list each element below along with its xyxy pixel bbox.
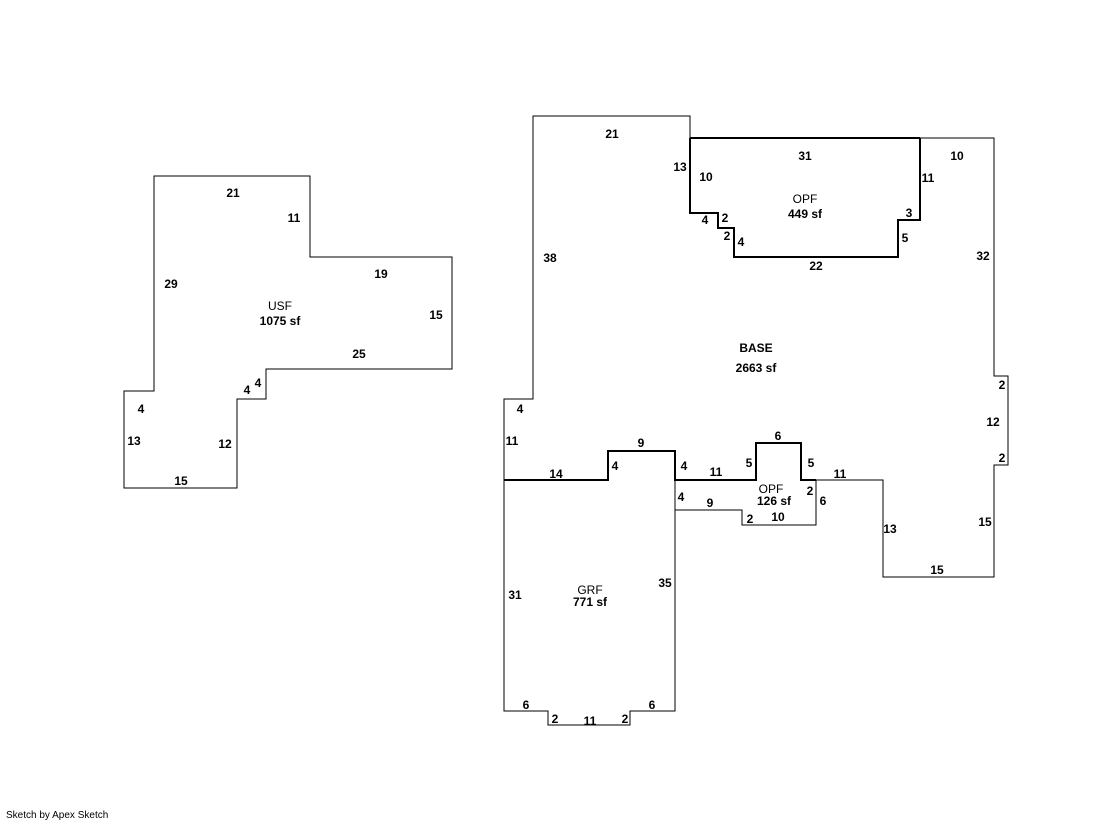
grf-area-name: GRF bbox=[577, 583, 602, 597]
grf-outline bbox=[503, 480, 676, 726]
base-dim-south-fall: 5 bbox=[808, 456, 815, 470]
base-dim-south-cap: 6 bbox=[775, 429, 782, 443]
opf-top-dim-bottom: 22 bbox=[809, 259, 823, 273]
opf-top-dim-a: 4 bbox=[702, 213, 709, 227]
base-dim-south-step: 4 bbox=[612, 459, 619, 473]
opf-small-dim-step: 2 bbox=[747, 512, 754, 526]
grf-area-size: 771 sf bbox=[573, 595, 608, 609]
base-dim-bump: 12 bbox=[986, 415, 1000, 429]
opf-small-dim-b: 6 bbox=[820, 494, 827, 508]
base-dim-top: 21 bbox=[605, 127, 619, 141]
base-dim-inner-top: 11 bbox=[834, 467, 847, 481]
usf-dim-lower-right: 12 bbox=[218, 437, 232, 451]
opf-small-area-size: 126 sf bbox=[757, 494, 792, 508]
usf-dim-bottom-right: 25 bbox=[352, 347, 366, 361]
base-dim-south-left: 14 bbox=[549, 467, 563, 481]
grf-dim-bottom-right: 6 bbox=[649, 698, 656, 712]
usf-area-size: 1075 sf bbox=[260, 314, 302, 328]
base-dim-left: 38 bbox=[543, 251, 557, 265]
grf-dim-left: 31 bbox=[508, 588, 522, 602]
base-dim-lower-right: 15 bbox=[978, 515, 992, 529]
base-dim-step: 13 bbox=[673, 160, 687, 174]
opf-top-dim-f: 3 bbox=[906, 206, 913, 220]
usf-dim-right: 15 bbox=[429, 308, 443, 322]
base-dim-south-mid: 11 bbox=[710, 465, 723, 479]
opf-small-dim-bottom: 10 bbox=[771, 510, 785, 524]
base-dim-south-top: 9 bbox=[638, 436, 645, 450]
grf-dim-right: 35 bbox=[658, 576, 672, 590]
usf-dim-step-a: 4 bbox=[255, 376, 262, 390]
usf-dim-bottom: 15 bbox=[174, 474, 188, 488]
base-dim-opf-right: 11 bbox=[922, 171, 935, 185]
base-dim-opf-left: 10 bbox=[699, 170, 713, 184]
base-dim-top-right: 10 bbox=[950, 149, 964, 163]
usf-dim-lower-left: 13 bbox=[127, 434, 141, 448]
opf-top-outline bbox=[689, 138, 921, 258]
base-dim-bump-top: 2 bbox=[999, 378, 1006, 392]
base-dim-opf-top: 31 bbox=[798, 149, 812, 163]
grf-dim-notch-right: 2 bbox=[622, 712, 629, 726]
grf-dim-bottom-left: 6 bbox=[523, 698, 530, 712]
base-dim-right: 32 bbox=[976, 249, 990, 263]
base-dim-south-rise: 5 bbox=[746, 456, 753, 470]
base-dim-left-notch: 4 bbox=[517, 402, 524, 416]
opf-top-dim-d: 4 bbox=[738, 235, 745, 249]
usf-dim-inner-right: 11 bbox=[288, 211, 301, 225]
usf-dim-top: 21 bbox=[226, 186, 240, 200]
base-dim-south-drop: 4 bbox=[681, 459, 688, 473]
base-area-size: 2663 sf bbox=[736, 361, 778, 375]
opf-small-area-name: OPF bbox=[759, 482, 784, 496]
usf-area-name: USF bbox=[268, 299, 292, 313]
base-outline bbox=[503, 115, 1009, 578]
opf-top-dim-b: 2 bbox=[722, 211, 729, 225]
usf-outline bbox=[123, 175, 453, 489]
base-dim-bump-bottom: 2 bbox=[999, 451, 1006, 465]
usf-dim-step-top: 19 bbox=[374, 267, 388, 281]
base-south-boundary bbox=[504, 442, 816, 481]
footer-credit: Sketch by Apex Sketch bbox=[6, 810, 109, 821]
grf-dim-notch-left: 2 bbox=[552, 712, 559, 726]
opf-small-dim-a: 2 bbox=[807, 484, 814, 498]
opf-top-area-size: 449 sf bbox=[788, 207, 823, 221]
opf-top-area-name: OPF bbox=[793, 192, 818, 206]
base-dim-left-lower: 11 bbox=[506, 434, 519, 448]
grf-dim-bottom: 11 bbox=[584, 714, 597, 728]
usf-dim-left: 29 bbox=[164, 277, 178, 291]
opf-top-dim-e: 5 bbox=[902, 231, 909, 245]
opf-small-dim-left: 9 bbox=[707, 496, 714, 510]
opf-small-dim-drop: 4 bbox=[678, 490, 685, 504]
base-area-name: BASE bbox=[739, 341, 772, 355]
base-dim-inner-left: 13 bbox=[883, 522, 897, 536]
usf-dim-step-b: 4 bbox=[244, 383, 251, 397]
opf-top-dim-c: 2 bbox=[724, 229, 731, 243]
usf-dim-notch: 4 bbox=[138, 402, 145, 416]
base-dim-bottom: 15 bbox=[930, 563, 944, 577]
opf-small-outline bbox=[674, 480, 817, 526]
